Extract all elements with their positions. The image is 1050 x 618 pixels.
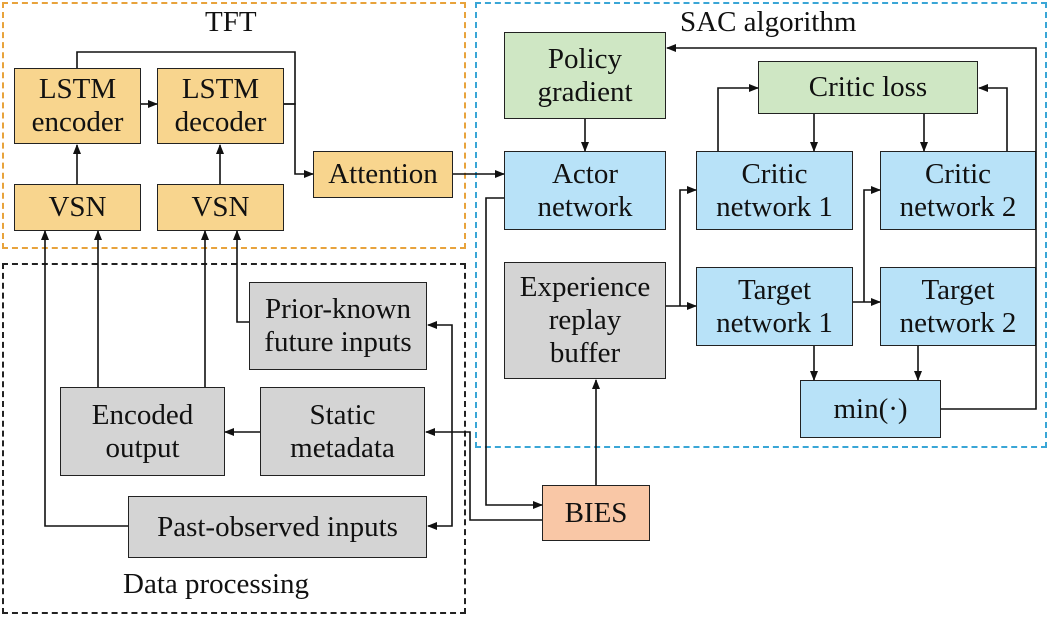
attention-box: Attention <box>313 151 453 198</box>
arrow-decoder-to-attention <box>284 103 314 178</box>
encoded-output-box: Encoded output <box>60 387 225 476</box>
arrow-bies-to-static <box>425 428 542 521</box>
critic-network-1-box: Critic network 1 <box>696 151 853 230</box>
static-metadata-box: Static metadata <box>260 387 425 476</box>
bies-box: BIES <box>542 485 650 541</box>
arrow-bies-to-past-observed <box>427 432 453 530</box>
vsn-box-1: VSN <box>14 184 141 231</box>
data-processing-region <box>2 263 466 614</box>
vsn-box-2: VSN <box>157 184 284 231</box>
sac-region <box>475 2 1047 448</box>
arrow-bies-to-prior-known <box>427 321 453 432</box>
lstm-encoder-box: LSTM encoder <box>14 68 141 144</box>
past-observed-inputs-box: Past-observed inputs <box>128 496 427 558</box>
min-operator-box: min(·) <box>800 380 941 438</box>
lstm-decoder-box: LSTM decoder <box>157 68 284 144</box>
arrow-encoder-skip-to-attention <box>76 51 296 105</box>
critic-network-2-box: Critic network 2 <box>880 151 1036 230</box>
prior-known-future-inputs-box: Prior-known future inputs <box>249 282 427 370</box>
target-network-2-box: Target network 2 <box>880 267 1036 346</box>
actor-network-box: Actor network <box>504 151 666 230</box>
arrow-critic2-to-loss <box>978 84 1008 151</box>
policy-gradient-box: Policy gradient <box>504 32 666 119</box>
tft-region <box>2 2 466 249</box>
arrow-actor-to-bies <box>485 197 543 509</box>
arrow-prior-known-to-vsn2 <box>233 230 249 323</box>
tft-region-title: TFT <box>205 6 257 38</box>
arrow-branch-to-critic2 <box>863 186 881 302</box>
experience-replay-buffer-box: Experience replay buffer <box>504 262 666 379</box>
data-processing-region-title: Data processing <box>123 568 310 600</box>
arrow-buffer-to-critic1 <box>679 186 697 306</box>
arrow-past-observed-to-vsn1 <box>41 230 128 527</box>
target-network-1-box: Target network 1 <box>696 267 853 346</box>
arrow-critic1-to-loss <box>717 84 759 151</box>
arrow-min-to-policy <box>666 44 1037 410</box>
sac-region-title: SAC algorithm <box>680 6 857 38</box>
